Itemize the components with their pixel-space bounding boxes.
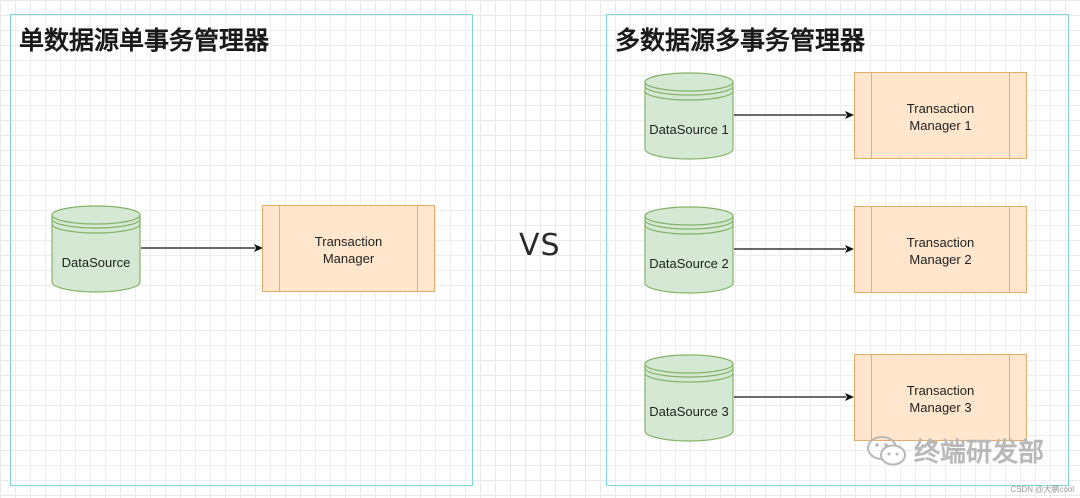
watermark-text: 终端研发部 bbox=[914, 438, 1045, 468]
datasource-label: DataSource 1 bbox=[649, 122, 729, 137]
connector-arrow bbox=[734, 393, 854, 401]
connector-arrow bbox=[141, 244, 263, 252]
transaction-manager-node[interactable]: Transaction Manager 2 bbox=[854, 206, 1027, 293]
connector-arrow bbox=[734, 245, 854, 253]
datasource-label: DataSource 2 bbox=[649, 256, 729, 271]
transaction-manager-node[interactable]: Transaction Manager 1 bbox=[854, 72, 1027, 159]
transaction-manager-label: Transaction Manager 2 bbox=[906, 235, 975, 267]
transaction-manager-label: Transaction Manager bbox=[314, 234, 383, 266]
database-cylinder-icon bbox=[644, 354, 734, 442]
transaction-manager-label: Transaction Manager 1 bbox=[906, 101, 975, 133]
transaction-manager-label: Transaction Manager 3 bbox=[906, 383, 975, 415]
database-cylinder-icon bbox=[644, 72, 734, 160]
database-cylinder-icon bbox=[51, 205, 141, 293]
datasource-node[interactable]: DataSource bbox=[51, 205, 141, 293]
vs-label: VS bbox=[519, 228, 561, 263]
datasource-node[interactable]: DataSource 2 bbox=[644, 206, 734, 294]
connector-arrow bbox=[734, 111, 854, 119]
transaction-manager-node[interactable]: Transaction Manager bbox=[262, 205, 435, 292]
panel-title: 多数据源多事务管理器 bbox=[615, 26, 866, 55]
database-cylinder-icon bbox=[644, 206, 734, 294]
datasource-label: DataSource bbox=[61, 255, 131, 270]
panel-title: 单数据源单事务管理器 bbox=[19, 26, 270, 55]
datasource-node[interactable]: DataSource 1 bbox=[644, 72, 734, 160]
wechat-icon bbox=[867, 435, 906, 465]
transaction-manager-node[interactable]: Transaction Manager 3 bbox=[854, 354, 1027, 441]
datasource-node[interactable]: DataSource 3 bbox=[644, 354, 734, 442]
credit-text: CSDN @大鹏cool bbox=[1010, 485, 1074, 494]
watermark: 终端研发部 bbox=[866, 432, 1044, 469]
datasource-label: DataSource 3 bbox=[649, 404, 729, 419]
